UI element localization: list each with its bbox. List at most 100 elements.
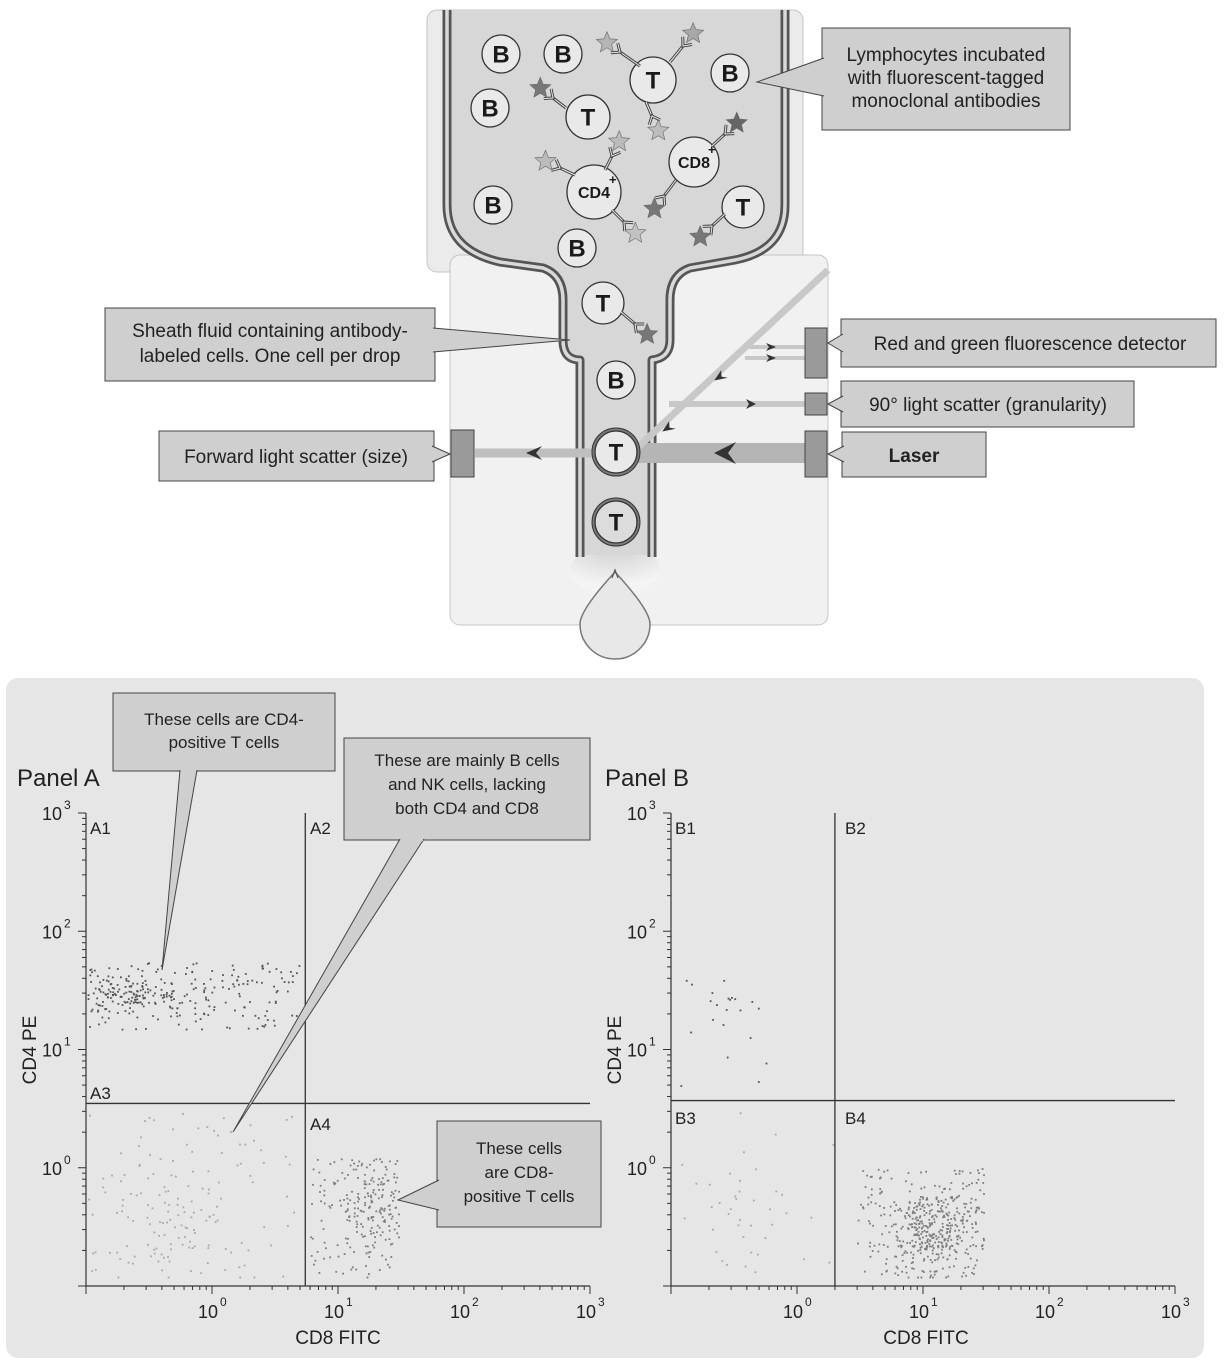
- event-dot: [734, 1195, 737, 1198]
- event-dot: [107, 975, 110, 978]
- event-dot: [948, 1254, 951, 1257]
- event-dot: [958, 1170, 961, 1172]
- event-dot: [396, 1232, 399, 1235]
- b-cell: B: [557, 228, 597, 268]
- event-dot: [975, 1245, 977, 1248]
- event-dot: [379, 1234, 382, 1237]
- event-dot: [944, 1198, 947, 1201]
- x-tick-label: 10: [324, 1302, 344, 1322]
- event-dot: [132, 1262, 134, 1265]
- scatter-points: [87, 962, 985, 1279]
- event-dot: [948, 1222, 951, 1224]
- event-dot: [917, 1276, 919, 1279]
- event-dot: [120, 1180, 122, 1183]
- event-dot: [387, 1263, 389, 1266]
- event-dot: [126, 1245, 129, 1248]
- event-dot: [365, 1166, 368, 1169]
- event-dot: [954, 1218, 957, 1221]
- event-dot: [284, 1155, 287, 1158]
- event-dot: [213, 1009, 215, 1011]
- event-dot: [94, 1251, 97, 1254]
- event-dot: [168, 994, 171, 997]
- event-dot: [174, 972, 176, 974]
- event-dot: [340, 1204, 342, 1207]
- event-dot: [962, 1218, 964, 1221]
- event-dot: [216, 1219, 219, 1222]
- event-dot: [941, 1236, 944, 1238]
- event-dot: [380, 1207, 383, 1209]
- event-dot: [355, 1168, 358, 1171]
- event-dot: [933, 1273, 936, 1276]
- event-dot: [378, 1226, 381, 1229]
- event-dot: [166, 992, 168, 994]
- event-dot: [921, 1222, 924, 1225]
- event-dot: [340, 1158, 343, 1161]
- event-dot: [953, 1169, 956, 1172]
- event-dot: [110, 997, 112, 999]
- event-dot: [393, 1196, 396, 1199]
- event-dot: [174, 1226, 176, 1229]
- event-dot: [388, 1204, 391, 1207]
- event-dot: [727, 1213, 730, 1215]
- event-dot: [87, 998, 90, 1000]
- event-dot: [862, 1206, 864, 1209]
- event-dot: [945, 1245, 947, 1248]
- event-dot: [94, 1268, 97, 1271]
- event-dot: [351, 1159, 354, 1162]
- event-dot: [190, 1216, 193, 1219]
- event-dot: [860, 1203, 862, 1206]
- event-dot: [948, 1211, 950, 1214]
- event-dot: [914, 1202, 916, 1204]
- event-dot: [949, 1188, 951, 1191]
- event-dot: [130, 1193, 132, 1195]
- event-dot: [160, 994, 163, 997]
- event-dot: [92, 1252, 94, 1255]
- event-dot: [176, 1007, 179, 1010]
- event-dot: [163, 1186, 166, 1188]
- event-dot: [263, 1226, 265, 1229]
- event-dot: [207, 1170, 210, 1173]
- event-dot: [949, 1230, 952, 1232]
- event-dot: [970, 1207, 973, 1210]
- event-dot: [956, 1238, 959, 1241]
- event-dot: [983, 1193, 985, 1195]
- event-dot: [879, 1176, 882, 1179]
- event-dot: [384, 1238, 387, 1241]
- event-dot: [738, 1190, 741, 1193]
- event-dot: [89, 1114, 91, 1117]
- event-dot: [398, 1236, 400, 1239]
- event-dot: [149, 1154, 151, 1156]
- event-dot: [926, 1197, 928, 1199]
- event-dot: [931, 1216, 933, 1219]
- event-dot: [336, 1244, 339, 1247]
- event-dot: [162, 1222, 164, 1224]
- event-dot: [941, 1222, 944, 1225]
- event-dot: [355, 1220, 358, 1223]
- event-dot: [357, 1200, 359, 1203]
- event-dot: [810, 1216, 813, 1219]
- event-dot: [969, 1215, 971, 1217]
- event-dot: [927, 1255, 929, 1258]
- event-dot: [171, 990, 174, 993]
- event-dot: [391, 1242, 394, 1245]
- event-dot: [320, 1200, 322, 1203]
- event-dot: [372, 1191, 375, 1194]
- event-dot: [343, 1199, 345, 1201]
- event-dot: [937, 1253, 940, 1256]
- event-dot: [886, 1245, 889, 1248]
- event-dot: [937, 1241, 940, 1243]
- event-dot: [362, 1235, 364, 1238]
- event-dot: [323, 1189, 326, 1192]
- event-dot: [249, 1175, 252, 1177]
- event-dot: [971, 1182, 973, 1185]
- cell-label: B: [607, 368, 624, 395]
- event-dot: [131, 996, 134, 999]
- event-dot: [919, 1246, 922, 1249]
- event-dot: [350, 1268, 353, 1271]
- event-dot: [963, 1226, 965, 1229]
- event-dot: [156, 968, 159, 971]
- x-tick-label: 10: [1161, 1302, 1181, 1322]
- event-dot: [940, 1252, 943, 1255]
- event-dot: [946, 1228, 948, 1230]
- event-dot: [882, 1244, 885, 1246]
